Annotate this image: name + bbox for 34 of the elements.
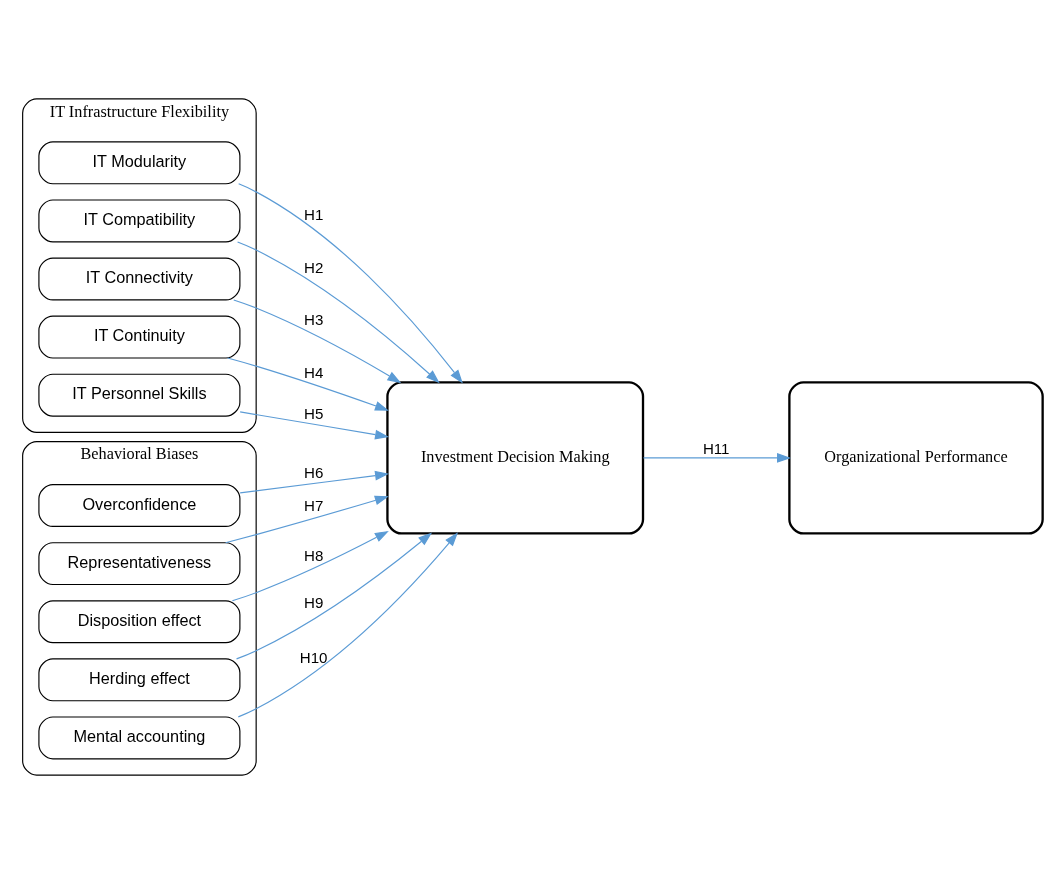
node-box: Investment Decision Making: [386, 381, 645, 535]
arrow: [239, 470, 389, 494]
arrow: [233, 299, 402, 384]
node-box: Overconfidence: [38, 484, 241, 528]
arrow: [231, 530, 389, 602]
node-box: Mental accounting: [38, 716, 241, 760]
node-box: IT Compatibility: [38, 199, 241, 243]
edge-label: H3: [304, 310, 324, 328]
node-box: Disposition effect: [38, 600, 241, 644]
arrow: [225, 495, 389, 544]
node-box: IT Continuity: [38, 315, 241, 359]
node-box: IT Modularity: [38, 141, 241, 185]
edge-label: H8: [304, 546, 324, 564]
edge-label: H6: [304, 464, 324, 482]
arrow: [237, 241, 440, 384]
edge-label: H11: [702, 439, 730, 457]
edge-label: H4: [304, 364, 324, 382]
edge-label: H1: [304, 206, 324, 224]
edge-label: H2: [304, 258, 324, 276]
edge-label: H9: [304, 594, 324, 612]
arrow: [239, 411, 389, 440]
arrow: [238, 183, 463, 384]
node-box: Representativeness: [38, 542, 241, 586]
edge-label: H10: [299, 648, 328, 666]
arrow: [227, 357, 389, 411]
node-box: IT Connectivity: [38, 257, 241, 301]
arrow: [642, 453, 791, 463]
arrow: [235, 532, 433, 660]
arrow: [237, 532, 459, 718]
node-box: Organizational Performance: [788, 381, 1044, 535]
edge-label: H5: [304, 404, 324, 422]
node-box: IT Personnel Skills: [38, 373, 241, 417]
node-box: Herding effect: [38, 658, 241, 702]
edge-label: H7: [304, 496, 324, 514]
